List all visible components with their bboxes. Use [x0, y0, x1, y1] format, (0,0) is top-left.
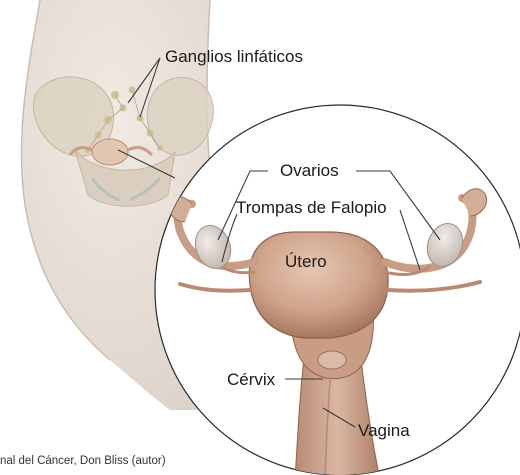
uterus-shape: [249, 232, 388, 338]
label-ovaries: Ovarios: [280, 161, 339, 180]
label-vagina: Vagina: [358, 421, 410, 440]
image-credit: nal del Cáncer, Don Bliss (autor): [0, 455, 166, 467]
label-fallopian-tubes: Trompas de Falopio: [236, 198, 387, 217]
label-cervix: Cérvix: [227, 370, 276, 389]
label-lymph-nodes: Ganglios linfáticos: [165, 47, 303, 66]
label-uterus: Útero: [285, 252, 327, 271]
